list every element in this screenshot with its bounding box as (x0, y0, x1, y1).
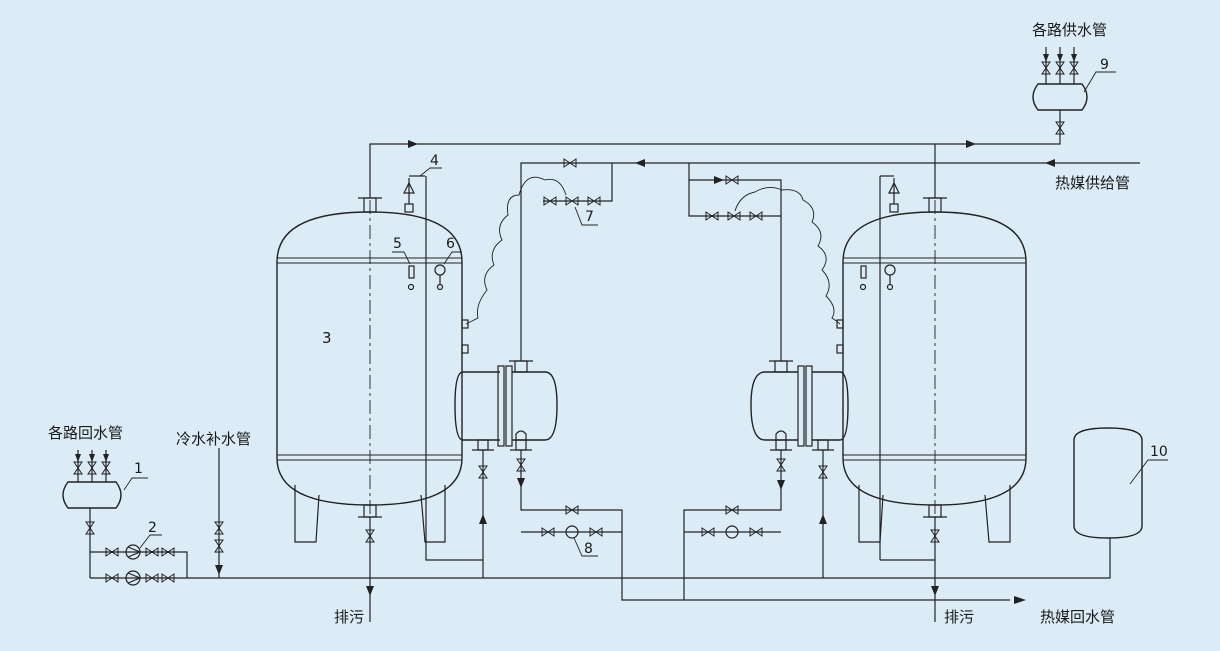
heat-return-label: 热媒回水管 (1040, 608, 1115, 626)
callout-2: 2 (148, 520, 157, 536)
callout-3: 3 (322, 329, 332, 347)
cold-makeup-label: 冷水补水管 (176, 430, 251, 448)
callout-5: 5 (393, 236, 402, 252)
supply-header-label: 各路供水管 (1032, 21, 1107, 39)
callout-1: 1 (134, 461, 143, 477)
supply-header-vessel (1032, 83, 1088, 111)
callout-7: 7 (585, 209, 594, 225)
return-header-vessel (62, 481, 122, 509)
drain-left-label: 排污 (334, 608, 364, 626)
callout-numbers: 1 2 3 4 5 6 7 8 9 10 (134, 57, 1168, 557)
circulation-pumps (125, 525, 739, 586)
right-heat-exchanger (750, 360, 849, 451)
valves (73, 61, 1079, 583)
expansion-tank (1073, 427, 1143, 539)
callout-4: 4 (430, 153, 439, 169)
header-arrows (75, 54, 1077, 462)
callout-leaders (123, 71, 1168, 557)
heat-supply-label: 热媒供给管 (1055, 174, 1130, 192)
piping (77, 47, 1140, 622)
drain-right-label: 排污 (944, 608, 974, 626)
right-storage-tank (836, 175, 1027, 560)
callout-8: 8 (584, 541, 593, 557)
left-heat-exchanger (454, 360, 558, 451)
return-header-label: 各路回水管 (48, 424, 123, 442)
callout-10: 10 (1150, 444, 1168, 460)
callout-9: 9 (1100, 57, 1109, 73)
left-storage-tank (276, 175, 469, 543)
callout-6: 6 (446, 236, 455, 252)
labels: 各路供水管 热媒供给管 各路回水管 冷水补水管 排污 排污 热媒回水管 (48, 21, 1130, 626)
